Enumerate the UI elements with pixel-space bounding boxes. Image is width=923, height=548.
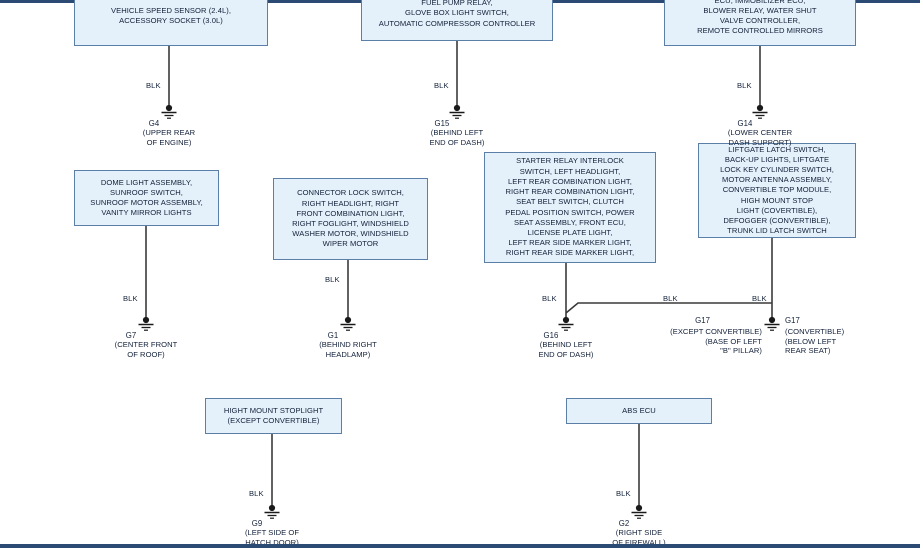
ground-desc-g16: (BEHIND LEFT END OF DASH) xyxy=(538,340,594,359)
ground-desc-g4: (UPPER REAR OF ENGINE) xyxy=(142,128,196,147)
ground-label-g9: G9 xyxy=(251,519,263,528)
component-box-high-mount-stoplight[interactable]: HIGHT MOUNT STOPLIGHT (EXCEPT CONVERTIBL… xyxy=(205,398,342,434)
component-box-vss-accessory[interactable]: VEHICLE SPEED SENSOR (2.4L), ACCESSORY S… xyxy=(74,0,268,46)
ground-desc-g1: (BEHIND RIGHT HEADLAMP) xyxy=(319,340,377,359)
wire-label-g7: BLK xyxy=(123,294,138,303)
wire-line-g16-to-g17 xyxy=(565,302,772,314)
ground-label-g17-conv: G17 xyxy=(785,316,800,325)
wire-label-g2: BLK xyxy=(616,489,631,498)
ground-symbol-g14 xyxy=(752,104,768,119)
ground-symbol-g1 xyxy=(340,316,356,331)
wire-label-g17: BLK xyxy=(752,294,767,303)
wire-label-g16-to-g17: BLK xyxy=(663,294,678,303)
right-margin-mask xyxy=(920,0,923,548)
ground-symbol-g17 xyxy=(764,316,780,331)
ground-desc-g7: (CENTER FRONT OF ROOF) xyxy=(114,340,178,359)
bottom-border-rule xyxy=(0,544,923,548)
ground-symbol-g2 xyxy=(631,504,647,519)
component-box-abs-ecu[interactable]: ABS ECU xyxy=(566,398,712,424)
ground-symbol-g15 xyxy=(449,104,465,119)
wire-label-g16: BLK xyxy=(542,294,557,303)
ground-desc-g15: (BEHIND LEFT END OF DASH) xyxy=(429,128,485,147)
component-box-connector-lock-switch[interactable]: CONNECTOR LOCK SWITCH, RIGHT HEADLIGHT, … xyxy=(273,178,428,260)
ground-label-g15: G15 xyxy=(434,119,450,128)
wire-label-g9: BLK xyxy=(249,489,264,498)
ground-symbol-g4 xyxy=(161,104,177,119)
ground-symbol-g9 xyxy=(264,504,280,519)
ground-desc-g14: (LOWER CENTER DASH SUPPORT) xyxy=(727,128,793,147)
ground-label-g14: G14 xyxy=(737,119,753,128)
component-box-ecu-immobilizer[interactable]: ECU, IMMOBILIZER ECU, BLOWER RELAY, WATE… xyxy=(664,0,856,46)
wire-label-g14: BLK xyxy=(737,81,752,90)
wire-label-g1: BLK xyxy=(325,275,340,284)
component-box-liftgate-latch-switch[interactable]: LIFTGATE LATCH SWITCH, BACK-UP LIGHTS, L… xyxy=(698,143,856,238)
ground-desc-g2: (RIGHT SIDE OF FIREWALL) xyxy=(612,528,666,547)
ground-label-g17-except: G17 xyxy=(695,316,710,325)
ground-desc-g9: (LEFT SIDE OF HATCH DOOR) xyxy=(244,528,300,547)
component-box-dome-light[interactable]: DOME LIGHT ASSEMBLY, SUNROOF SWITCH, SUN… xyxy=(74,170,219,226)
ground-label-g7: G7 xyxy=(125,331,137,340)
ground-label-g16: G16 xyxy=(543,331,559,340)
wire-label-g4: BLK xyxy=(146,81,161,90)
wire-label-g15: BLK xyxy=(434,81,449,90)
component-box-fuel-pump-relay[interactable]: FUEL PUMP RELAY, GLOVE BOX LIGHT SWITCH,… xyxy=(361,0,553,41)
ground-desc-g17-conv: (CONVERTIBLE) (BELOW LEFT REAR SEAT) xyxy=(785,327,845,356)
ground-label-g2: G2 xyxy=(618,519,630,528)
ground-desc-g17-except: (EXCEPT CONVERTIBLE) (BASE OF LEFT "B" P… xyxy=(670,327,762,356)
ground-symbol-g16 xyxy=(558,316,574,331)
ground-label-g4: G4 xyxy=(148,119,160,128)
ground-symbol-g7 xyxy=(138,316,154,331)
ground-label-g1: G1 xyxy=(327,331,339,340)
component-box-starter-relay-interlock[interactable]: STARTER RELAY INTERLOCK SWITCH, LEFT HEA… xyxy=(484,152,656,263)
